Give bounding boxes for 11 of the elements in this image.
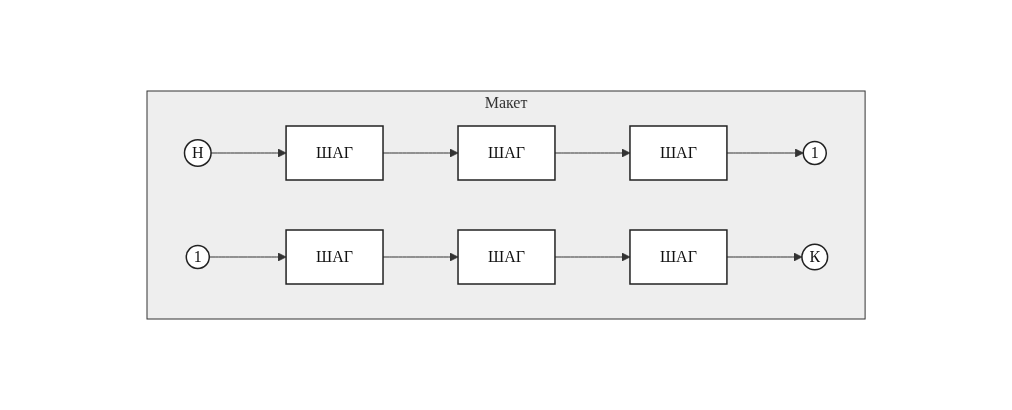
node-box: ШАГ	[629, 229, 728, 285]
node-box: ШАГ	[285, 229, 384, 285]
node-circle: 1	[185, 244, 210, 270]
node-circle: Н	[183, 138, 212, 168]
node-box: ШАГ	[629, 125, 728, 181]
node-circle: К	[801, 243, 829, 271]
node-box: ШАГ	[457, 229, 556, 285]
node-circle: 1	[802, 140, 827, 166]
node-box: ШАГ	[457, 125, 556, 181]
node-box: ШАГ	[285, 125, 384, 181]
arrow	[726, 148, 804, 158]
